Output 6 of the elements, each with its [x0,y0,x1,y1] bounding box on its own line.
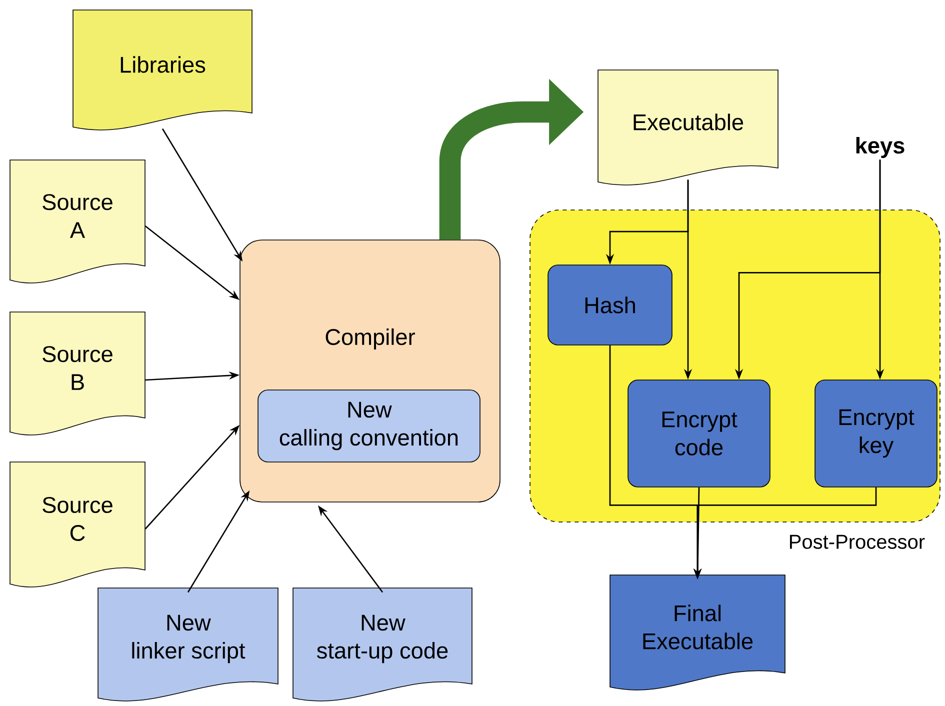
process-box: Encrypt key [814,380,938,488]
process-box: Hash [548,264,672,346]
process-box: New calling convention [258,390,480,462]
process-box: Encrypt code [628,380,770,488]
bare-label: keys [856,136,904,158]
node-label: Post-Processor [790,534,925,549]
